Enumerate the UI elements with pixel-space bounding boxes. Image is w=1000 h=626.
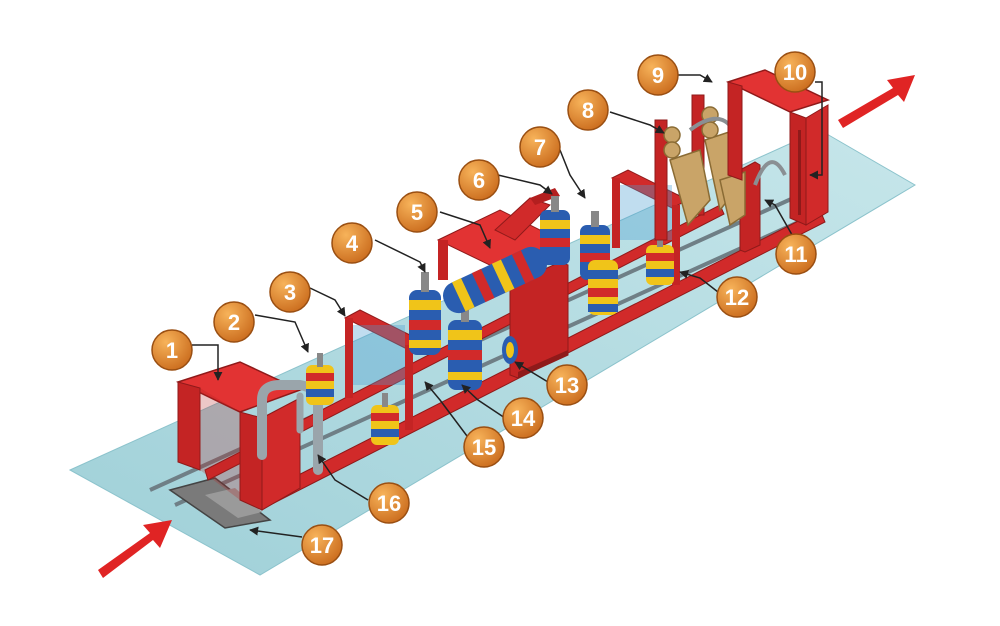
exit-arrow xyxy=(838,75,915,128)
leader-1 xyxy=(192,344,223,381)
callout-number: 11 xyxy=(784,242,807,267)
leader-17 xyxy=(249,526,303,538)
callout-11: 11 xyxy=(775,233,817,275)
callout-number: 6 xyxy=(473,168,485,193)
leader-6 xyxy=(497,174,553,195)
leader-11 xyxy=(764,199,796,241)
leader-10 xyxy=(809,81,823,180)
callout-ball xyxy=(774,51,816,93)
wash-gantry-3 xyxy=(343,309,422,430)
callout-ball xyxy=(567,89,609,131)
callout-ball xyxy=(546,364,588,406)
callout-number: 12 xyxy=(725,285,749,310)
callout-ball xyxy=(458,159,500,201)
callout-4: 4 xyxy=(331,222,373,264)
callout-15: 15 xyxy=(463,426,505,468)
callout-ball xyxy=(775,233,817,275)
callout-ball xyxy=(396,191,438,233)
leader-14 xyxy=(461,384,506,419)
callout-10: 10 xyxy=(774,51,816,93)
callout-1: 1 xyxy=(151,329,193,371)
leader-13 xyxy=(514,361,549,383)
vertical-brushes xyxy=(409,272,482,390)
callout-ball xyxy=(519,126,561,168)
callout-6: 6 xyxy=(458,159,500,201)
callout-17: 17 xyxy=(301,524,343,566)
top-horizontal-brush xyxy=(442,246,548,314)
leader-5 xyxy=(439,211,491,249)
callout-number: 5 xyxy=(411,200,423,225)
callout-number: 7 xyxy=(534,135,546,160)
callout-number: 13 xyxy=(555,373,579,398)
callout-number: 4 xyxy=(346,231,359,256)
callout-3: 3 xyxy=(269,271,311,313)
callout-number: 3 xyxy=(284,280,296,305)
callout-ball xyxy=(331,222,373,264)
leader-8 xyxy=(609,111,665,134)
callout-number: 16 xyxy=(377,491,401,516)
entry-ramp-plate-edge xyxy=(205,488,262,518)
callout-13: 13 xyxy=(546,364,588,406)
callout-number: 2 xyxy=(228,310,240,335)
leader-4 xyxy=(374,239,426,273)
wrap-brushes-2 xyxy=(306,353,399,445)
side-brushes-6-7 xyxy=(540,196,618,315)
leader-3 xyxy=(309,287,346,317)
callout-ball xyxy=(269,271,311,313)
callout-14: 14 xyxy=(502,397,544,439)
callout-2: 2 xyxy=(213,301,255,343)
exit-arch xyxy=(725,69,831,226)
callout-ball xyxy=(301,524,343,566)
callout-ball xyxy=(637,54,679,96)
callout-8: 8 xyxy=(567,89,609,131)
callout-9: 9 xyxy=(637,54,679,96)
callout-ball xyxy=(213,301,255,343)
callout-leader-lines xyxy=(192,74,823,538)
callout-number: 1 xyxy=(166,338,178,363)
callout-12: 12 xyxy=(716,276,758,318)
callout-ball xyxy=(502,397,544,439)
callout-5: 5 xyxy=(396,191,438,233)
callout-16: 16 xyxy=(368,482,410,524)
callout-7: 7 xyxy=(519,126,561,168)
dryer-nozzles xyxy=(663,106,746,227)
callout-ball xyxy=(716,276,758,318)
callout-ball xyxy=(463,426,505,468)
leader-16 xyxy=(317,454,369,501)
callout-number: 15 xyxy=(472,435,496,460)
callout-number: 14 xyxy=(511,406,536,431)
leader-12 xyxy=(679,270,719,293)
leader-7 xyxy=(557,144,586,199)
callout-ball xyxy=(368,482,410,524)
leader-2 xyxy=(254,314,309,353)
callout-ball xyxy=(151,329,193,371)
callout-number: 8 xyxy=(582,98,594,123)
entry-arrow xyxy=(98,520,172,578)
leader-9 xyxy=(678,74,713,83)
callout-number: 9 xyxy=(652,63,664,88)
wheel-brush-13 xyxy=(502,336,518,364)
leader-15 xyxy=(424,381,471,441)
callout-number: 10 xyxy=(783,60,807,85)
callout-number: 17 xyxy=(310,533,334,558)
